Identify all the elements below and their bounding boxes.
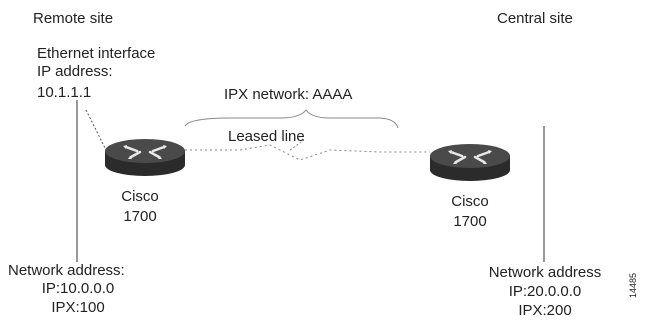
central-site-title: Central site bbox=[497, 10, 573, 27]
leased-line-label: Leased line bbox=[228, 128, 305, 145]
interface-ip-value: 10.1.1.1 bbox=[37, 84, 92, 101]
central-router-name: Cisco bbox=[451, 193, 489, 210]
remote-network-ipx: IPX:100 bbox=[51, 299, 105, 316]
remote-network-title: Network address: bbox=[8, 262, 125, 279]
ipx-network-brace bbox=[184, 109, 399, 129]
interface-label: Ethernet interface bbox=[37, 45, 156, 62]
central-network-title: Network address bbox=[488, 264, 602, 281]
central-network-ipx: IPX:200 bbox=[518, 302, 572, 319]
remote-network-ip: IP:10.0.0.0 bbox=[41, 280, 115, 297]
leased-line-pointer bbox=[289, 139, 305, 151]
remote-router-model: 1700 bbox=[123, 208, 157, 225]
ipx-network-label: IPX network: AAAA bbox=[224, 86, 353, 103]
leased-line bbox=[185, 144, 430, 161]
interface-ip-label: IP address: bbox=[37, 63, 113, 80]
router-icon bbox=[105, 139, 185, 176]
remote-router-name: Cisco bbox=[121, 188, 159, 205]
central-network-ip: IP:20.0.0.0 bbox=[508, 283, 582, 300]
interface-pointer bbox=[85, 109, 107, 151]
figure-id: 14485 bbox=[628, 272, 638, 298]
router-icon bbox=[430, 144, 510, 181]
central-router-model: 1700 bbox=[453, 213, 487, 230]
remote-site-title: Remote site bbox=[33, 10, 114, 27]
